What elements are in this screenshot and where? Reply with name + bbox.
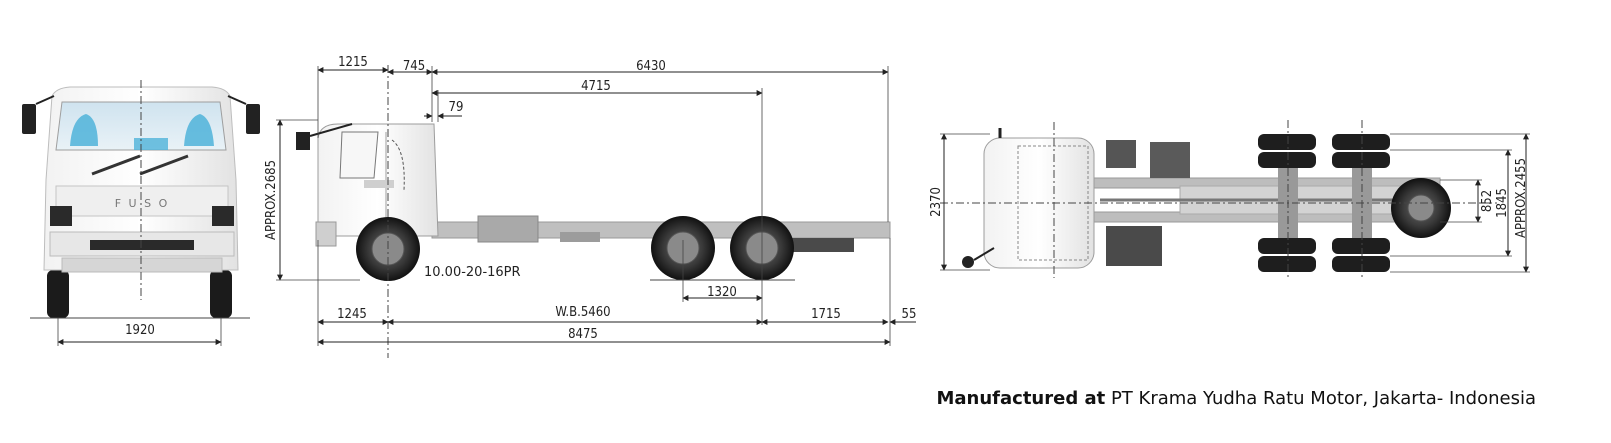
tire-size-label: 10.00-20-16PR — [424, 265, 521, 280]
dim-55: 55 — [902, 307, 917, 322]
manufacturer-label: Manufactured at — [936, 388, 1106, 409]
front-width-dim: 1920 — [125, 323, 155, 338]
dim-1245: 1245 — [337, 307, 367, 322]
dim-1215: 1215 — [338, 55, 368, 70]
manufacturer-note: Manufactured at PT Krama Yudha Ratu Moto… — [936, 388, 1536, 409]
grille-brand-text: F U S O — [115, 197, 170, 210]
dim-6430: 6430 — [636, 59, 666, 74]
dim-wheelbase: W.B.5460 — [555, 305, 610, 320]
front-view: F U S O 1920 — [22, 80, 260, 346]
dim-4715: 4715 — [581, 79, 611, 94]
top-view: 2370 852 1845 APPROX.2455 — [929, 120, 1530, 280]
frame-width-dim: 852 — [1480, 190, 1495, 212]
dim-1715: 1715 — [811, 307, 841, 322]
overall-width-dim: APPROX.2455 — [1514, 158, 1529, 238]
dim-1320: 1320 — [707, 285, 737, 300]
tread-dim: 1845 — [1495, 188, 1510, 218]
side-view: 1215 745 6430 4715 79 APPROX.2685 10.00-… — [264, 55, 916, 358]
dim-79: 79 — [449, 100, 464, 115]
height-dim: APPROX.2685 — [264, 160, 279, 240]
manufacturer-text: PT Krama Yudha Ratu Motor, Jakarta- Indo… — [1105, 388, 1536, 409]
cab-width-dim: 2370 — [929, 187, 944, 217]
dim-745: 745 — [403, 59, 425, 74]
dim-8475: 8475 — [568, 327, 598, 342]
